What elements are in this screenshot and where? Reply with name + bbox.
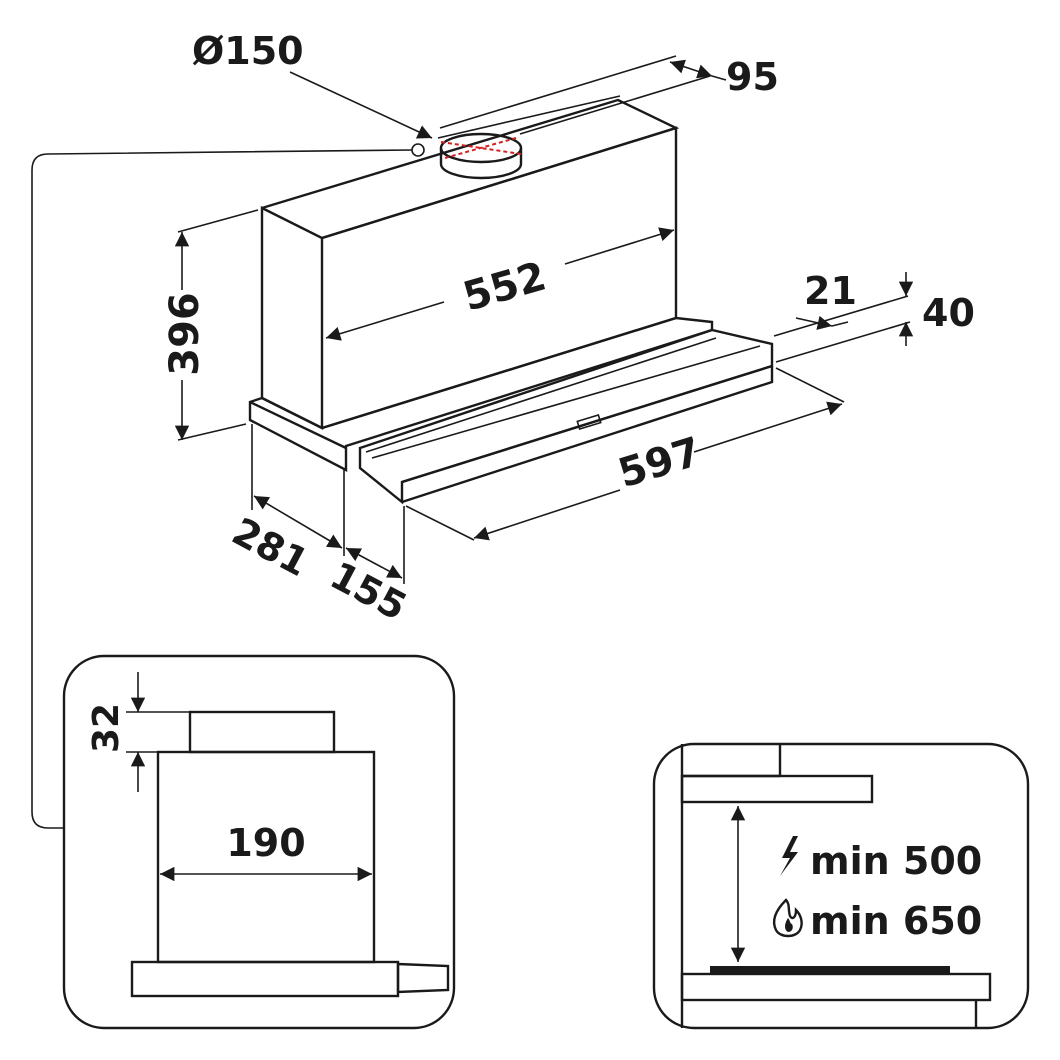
duct-marker-line-2	[444, 137, 517, 159]
installation-hood	[680, 774, 874, 804]
gas-clearance-label: min 650	[810, 899, 982, 943]
dim-front-height: 40	[922, 291, 975, 335]
dim-height: 396	[162, 292, 208, 376]
hood-upper-box-top	[261, 98, 680, 240]
hood-upper-box-front	[260, 206, 324, 430]
dim-duct-diameter: Ø150	[192, 29, 304, 73]
dim-drawer-extension: 155	[323, 553, 414, 629]
electric-clearance-label: min 500	[810, 839, 982, 883]
installation-frame	[652, 742, 1030, 1030]
installation-counter	[680, 972, 992, 1002]
installation-panel	[652, 742, 1030, 1030]
detail-callout-marker	[411, 143, 425, 157]
dim-front-offset: 21	[804, 269, 857, 313]
hood-drawer-inner-line	[365, 337, 761, 459]
dim-top-depth: 95	[726, 55, 779, 99]
side-detail-drawer	[396, 962, 450, 994]
main-dimension-lines	[174, 55, 914, 584]
duct-position-line	[437, 95, 621, 139]
dim-width: 552	[458, 253, 551, 320]
hood-control-panel	[576, 413, 602, 431]
side-detail-collar	[188, 710, 336, 754]
lightning-icon	[780, 836, 798, 876]
installation-cooktop	[710, 966, 950, 974]
dim-full-width: 597	[613, 429, 706, 497]
side-detail-panel	[62, 654, 456, 1030]
flame-icon	[772, 898, 803, 938]
side-detail-frame	[62, 654, 456, 1030]
hood-base-tray	[248, 316, 714, 472]
detail-callout-leader	[31, 149, 413, 829]
hood-drawer-front-rail	[401, 364, 774, 504]
dim-depth-closed: 281	[225, 509, 316, 585]
dim-collar-height: 32	[86, 703, 127, 753]
hood-base-tray-edge	[249, 400, 347, 450]
dim-body-depth: 190	[226, 821, 305, 865]
side-detail-base	[130, 960, 400, 998]
duct-collar-side	[439, 148, 523, 180]
hood-main-view	[248, 95, 774, 505]
